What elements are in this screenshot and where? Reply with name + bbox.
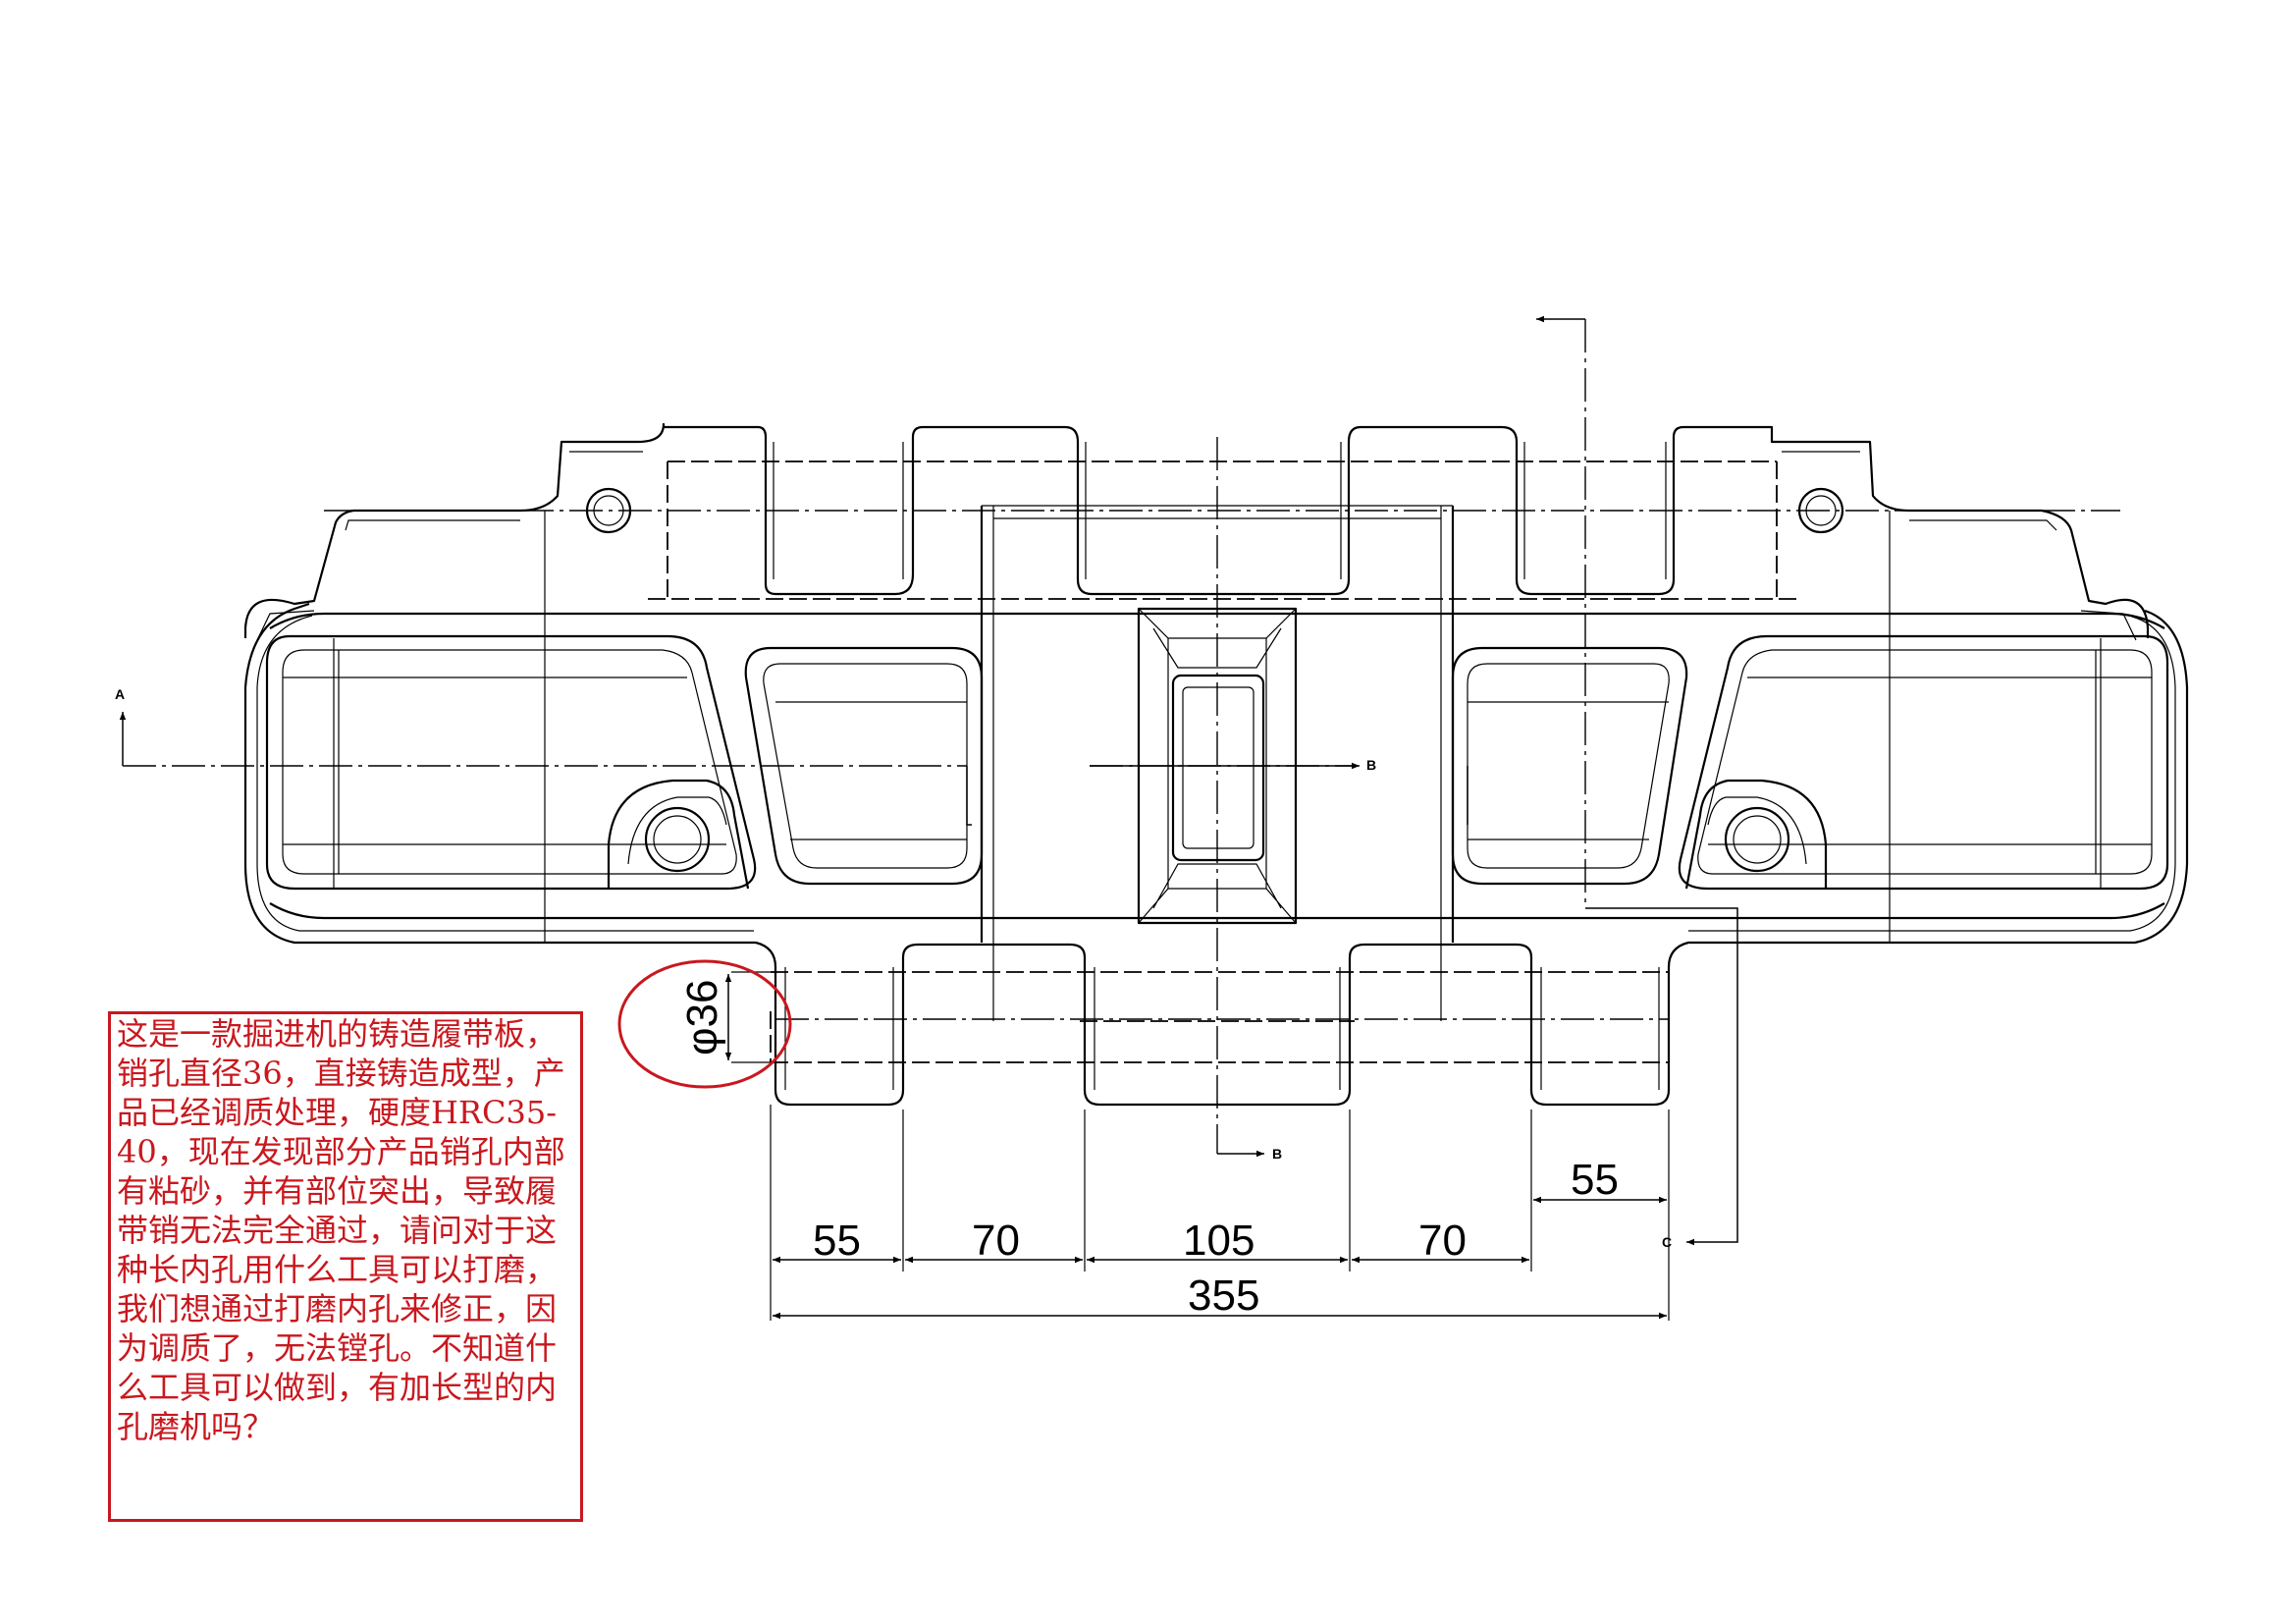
dim-105: 105 xyxy=(1183,1217,1255,1265)
pocket-left-inner xyxy=(282,649,737,875)
body-outline xyxy=(243,602,2189,1107)
dim-55-left: 55 xyxy=(813,1217,861,1265)
section-a-label: A xyxy=(115,686,125,702)
section-c-label: C xyxy=(1662,1234,1672,1250)
dim-355: 355 xyxy=(1188,1272,1259,1320)
hidden-lines-2 xyxy=(333,511,2102,943)
body-outline-inner xyxy=(256,615,2176,1090)
dim-55-right: 55 xyxy=(1571,1156,1619,1204)
pocket-left-outer xyxy=(265,634,757,891)
pocket-right2-inner xyxy=(1467,663,1670,869)
pin-hole-left xyxy=(644,806,711,873)
pin-hole-left-inner xyxy=(653,815,702,864)
top-outline xyxy=(243,422,2150,638)
center-pad-window xyxy=(1171,674,1265,862)
pocket-left2-outer xyxy=(744,646,984,886)
pocket-right-outer xyxy=(1678,634,2169,891)
top-outline-inner xyxy=(256,442,2137,641)
question-note-text: 这是一款掘进机的铸造履带板，销孔直径36，直接铸造成型，产品已经调质处理，硬度H… xyxy=(117,1015,565,1445)
pin-boss-right-inner xyxy=(1707,796,1807,865)
pin-hole-right-inner xyxy=(1733,815,1782,864)
hidden-lines xyxy=(648,460,1796,1063)
pin-dim-extension xyxy=(731,971,775,1063)
dim-70-left: 70 xyxy=(972,1217,1020,1265)
pin-diameter-label: φ36 xyxy=(678,980,726,1056)
pocket-right-inner xyxy=(1697,649,2153,875)
pin-boss-left-inner xyxy=(627,796,727,865)
dim-70-right: 70 xyxy=(1418,1217,1467,1265)
pin-hole-right xyxy=(1724,806,1790,873)
center-pad-window-inner xyxy=(1182,686,1255,849)
section-marker-left xyxy=(966,766,972,826)
extension-lines xyxy=(770,1105,1670,1321)
pocket-left2-inner xyxy=(763,663,968,869)
section-b-label-right: B xyxy=(1366,757,1376,773)
pin-boss-left xyxy=(607,779,750,890)
question-note-box: 这是一款掘进机的铸造履带板，销孔直径36，直接铸造成型，产品已经调质处理，硬度H… xyxy=(108,1011,583,1522)
section-c-path xyxy=(1585,907,1738,1246)
pocket-right2-outer xyxy=(1451,646,1688,886)
pin-hole-highlight xyxy=(617,959,792,1089)
section-b-label-bottom: B xyxy=(1272,1146,1282,1162)
pin-boss-right xyxy=(1684,779,1828,890)
